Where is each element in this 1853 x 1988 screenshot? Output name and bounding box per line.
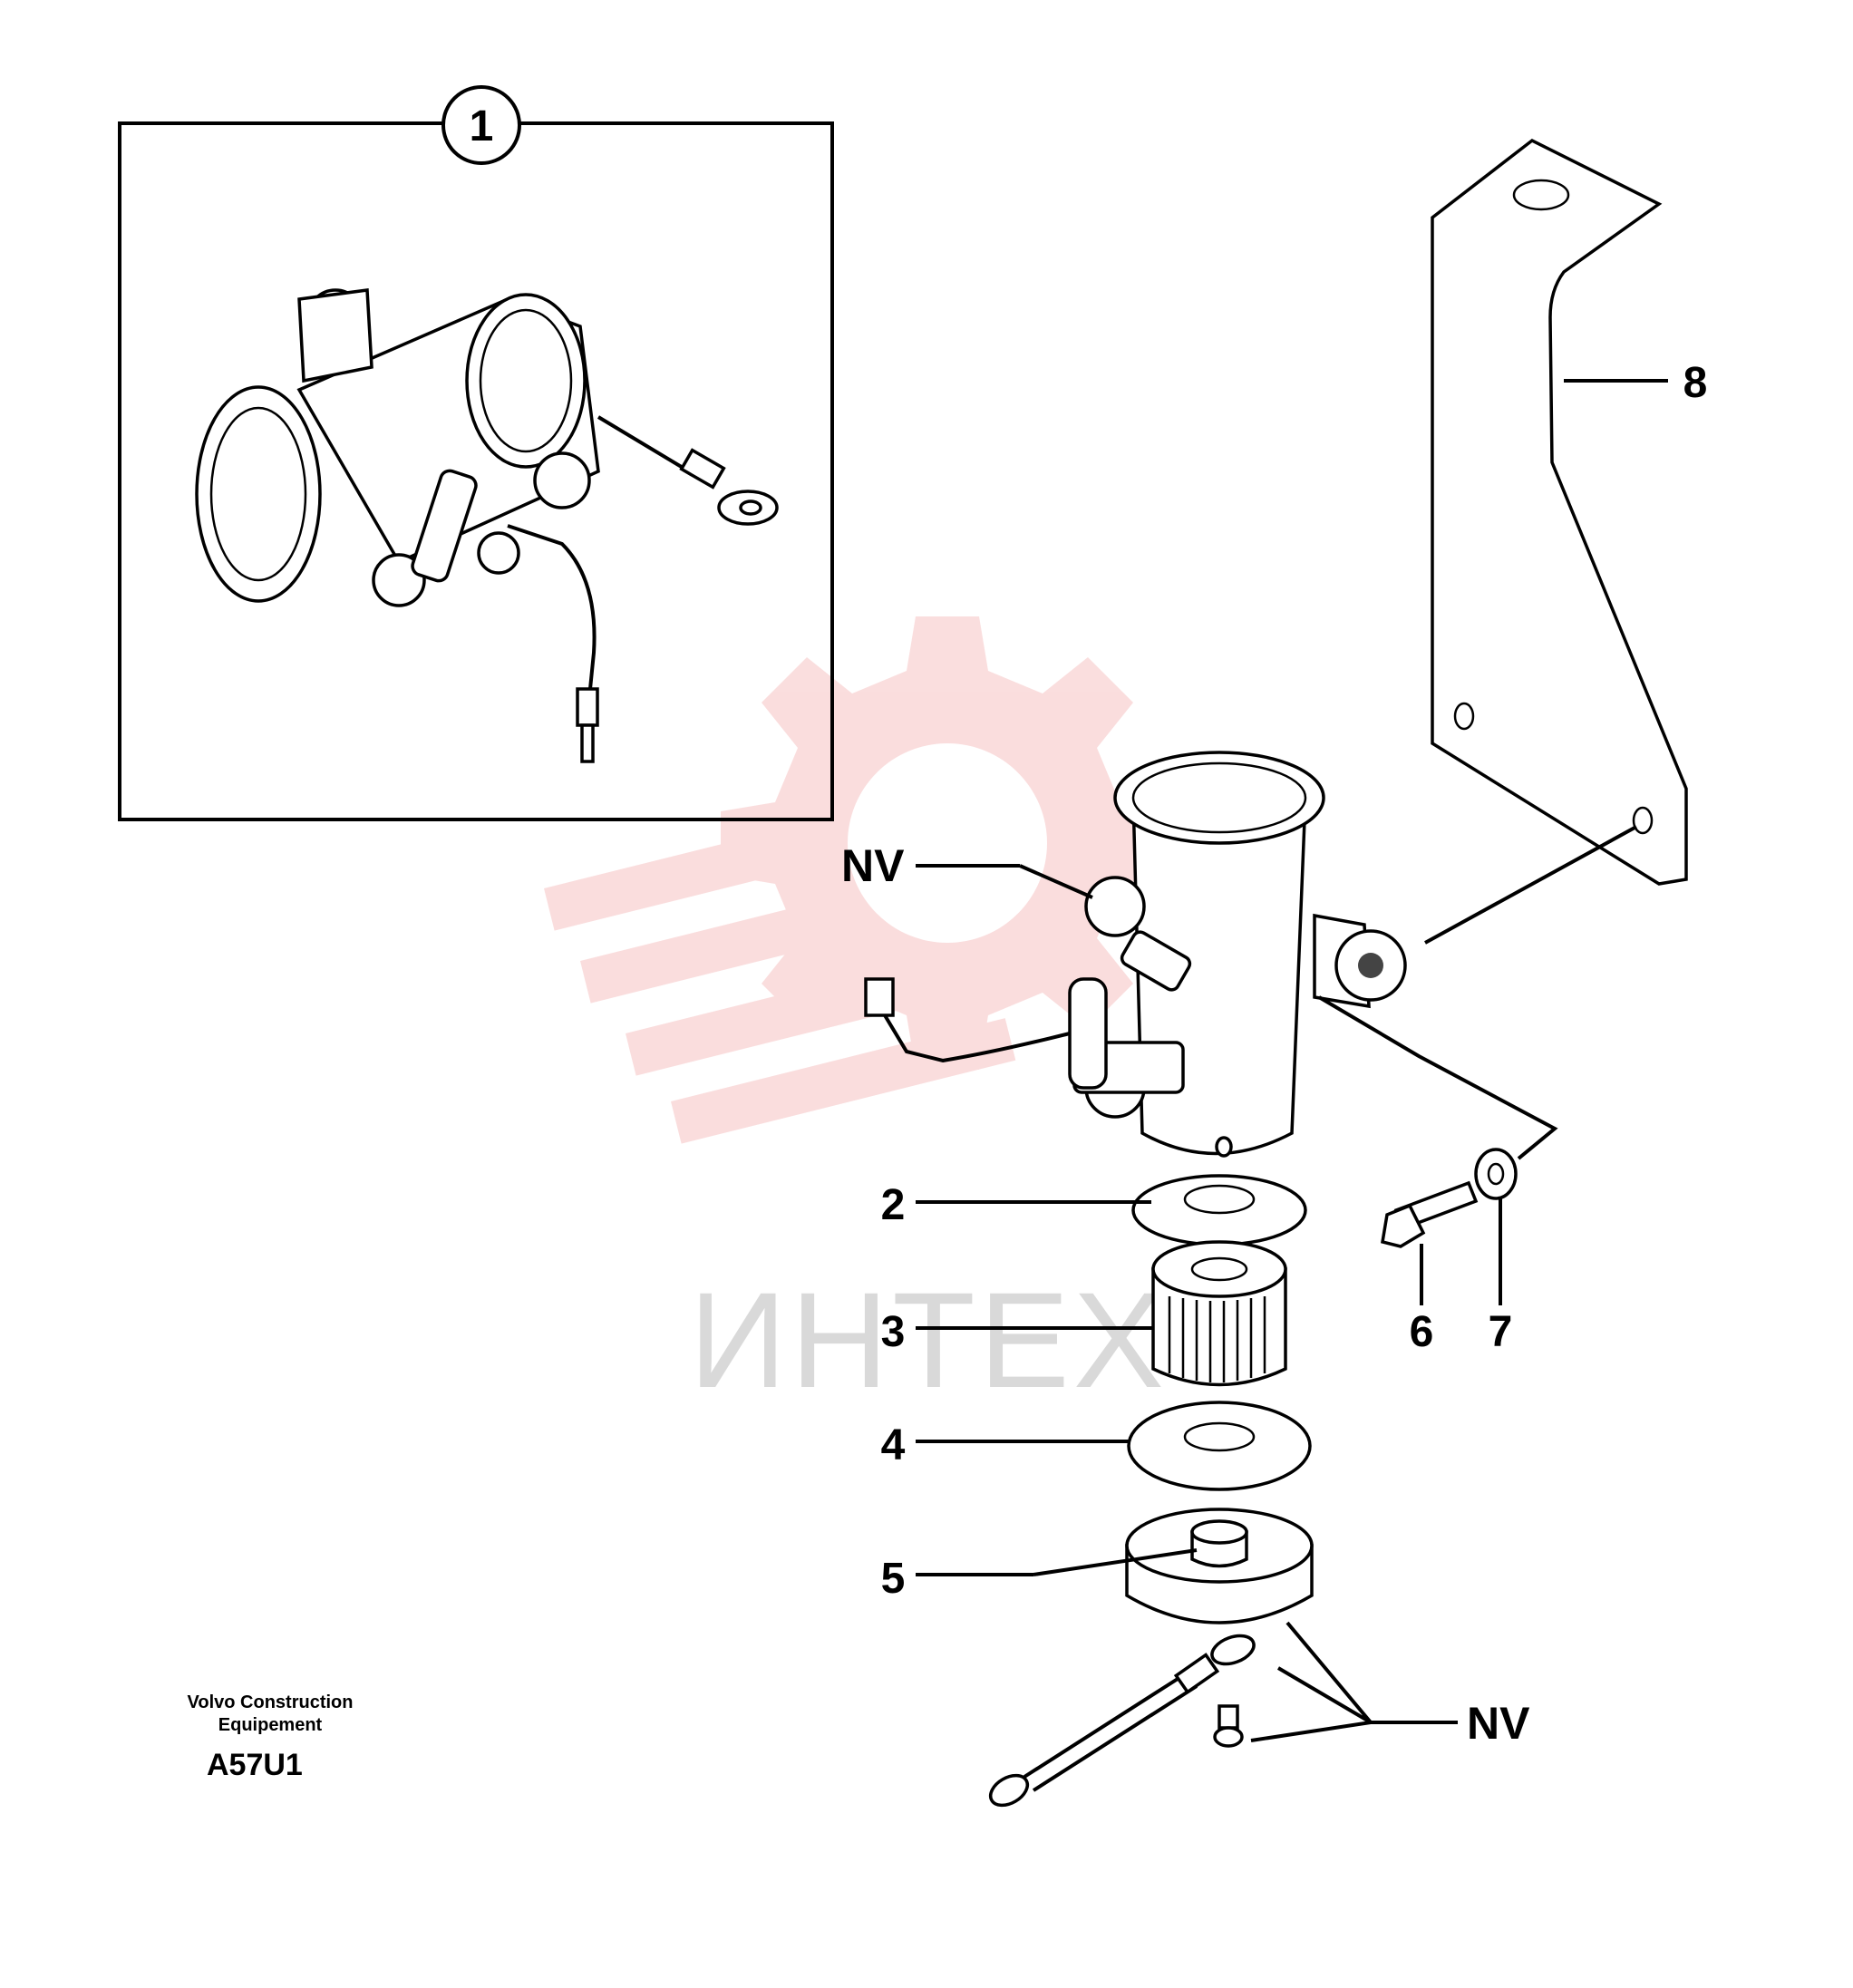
caption-line-1: Volvo Construction	[188, 1692, 354, 1712]
part-7-washer: 7	[1317, 995, 1558, 1356]
part-6-bolt: 6	[1381, 1180, 1479, 1356]
inset-filter-housing-drawing	[195, 288, 779, 763]
inset-frame: 1	[118, 85, 834, 821]
part-2-seal-ring: 2	[881, 1174, 1307, 1246]
filter-housing-main	[864, 751, 1407, 1158]
drawing-code: A57U1	[207, 1748, 303, 1782]
callout-7: 7	[1489, 1308, 1513, 1356]
callout-3: 3	[881, 1308, 906, 1356]
callout-8: 8	[1683, 359, 1708, 407]
caption-line-2: Equipement	[218, 1715, 323, 1735]
callout-4: 4	[881, 1421, 906, 1469]
callout-6: 6	[1410, 1308, 1434, 1356]
part-3-filter-element: 3	[881, 1240, 1287, 1387]
part-8-bracket: 8	[1424, 138, 1708, 945]
callout-2: 2	[881, 1181, 906, 1229]
part-5-bowl: 5	[881, 1508, 1314, 1624]
callout-nv-top: NV	[841, 840, 905, 891]
callout-1: 1	[470, 102, 494, 150]
nv-bottom-cable-and-screw: NV	[988, 1621, 1530, 1808]
part-4-gasket: 4	[881, 1401, 1312, 1491]
callout-5: 5	[881, 1555, 906, 1603]
watermark-text: ИНТЕХ	[689, 1264, 1168, 1416]
callout-nv-bottom: NV	[1467, 1698, 1530, 1749]
callout-circle-1	[441, 85, 521, 165]
